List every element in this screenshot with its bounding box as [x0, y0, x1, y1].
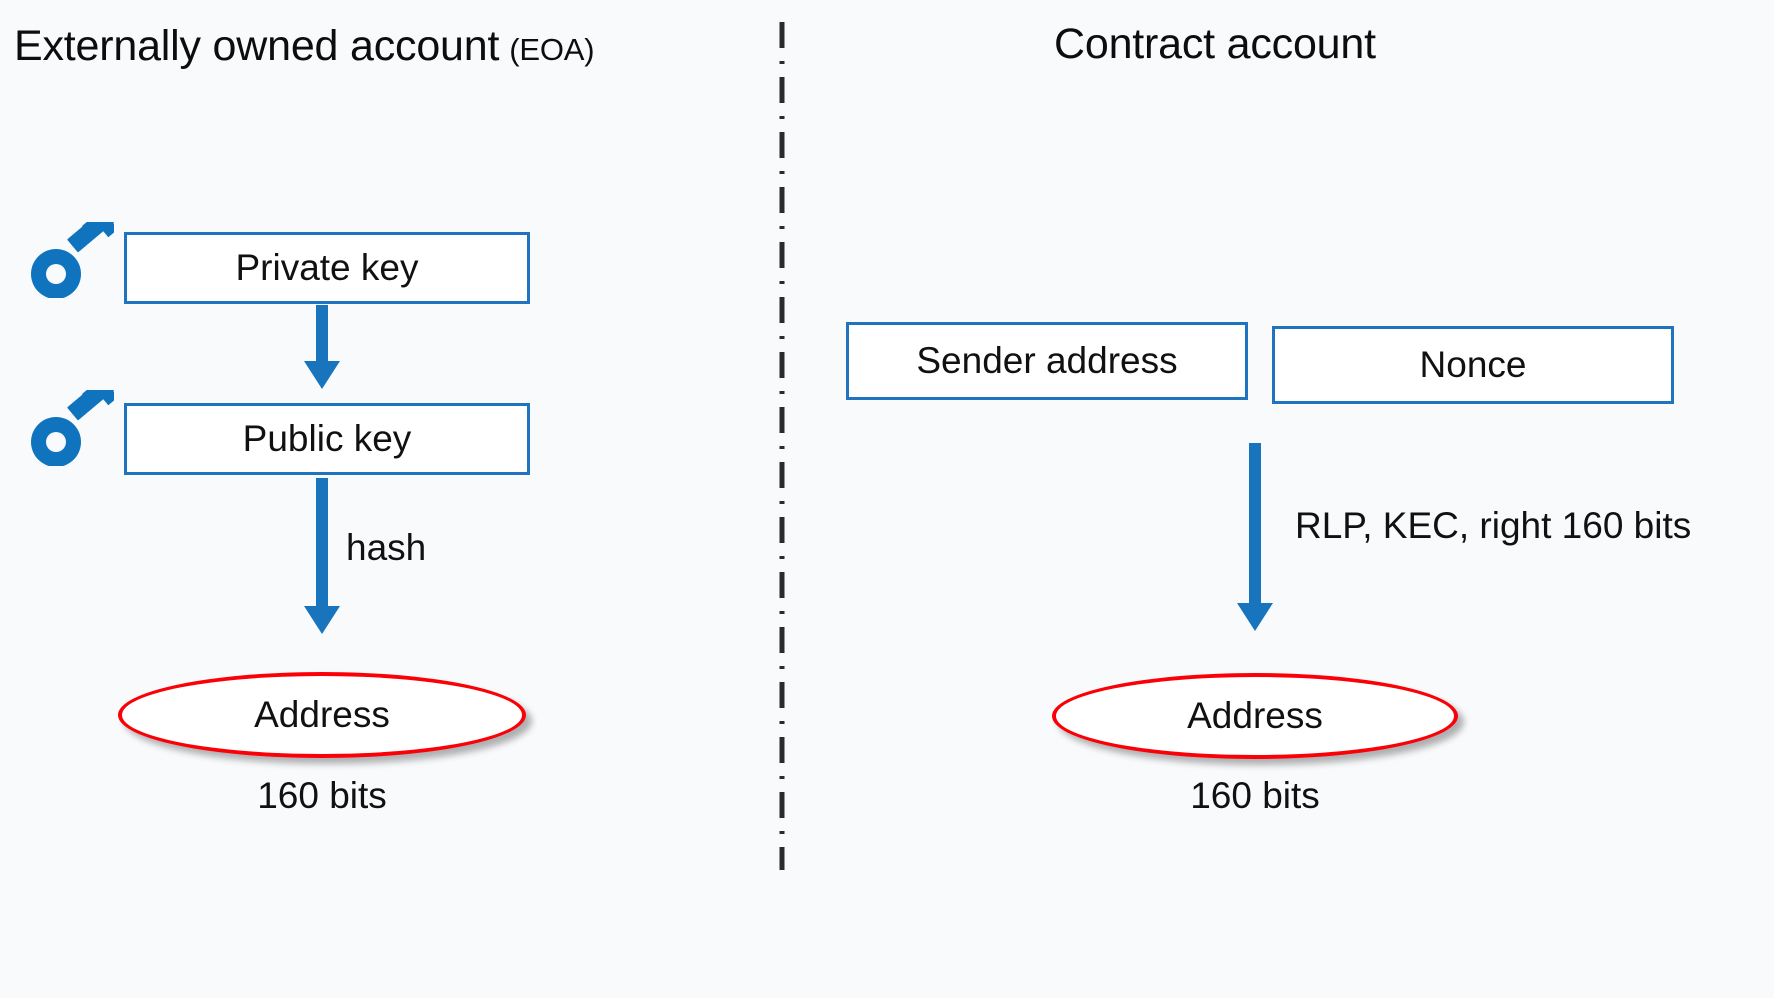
address-ellipse-eoa[interactable]: Address	[118, 672, 526, 758]
hash-label: hash	[346, 527, 427, 568]
nonce-box[interactable]: Nonce	[1272, 326, 1674, 404]
right-panel-title-main: Contract account	[1054, 20, 1376, 68]
address-ellipse-label: Address	[1187, 695, 1323, 736]
address-ellipse-label: Address	[254, 694, 390, 735]
left-panel-title-main: Externally owned account	[14, 22, 500, 70]
address-ellipse-shape	[1052, 673, 1458, 759]
left-panel-title-sub: (EOA)	[509, 32, 595, 67]
key-icon	[30, 207, 119, 303]
arrow-private-to-public-icon	[300, 305, 344, 396]
panel-divider	[776, 22, 788, 875]
left-panel-title: Externally owned account (EOA)	[14, 22, 595, 71]
public-key-box[interactable]: Public key	[124, 403, 530, 475]
rlp-kec-label: RLP, KEC, right 160 bits	[1295, 505, 1692, 546]
address-ellipse-shape	[118, 672, 526, 758]
private-key-box[interactable]: Private key	[124, 232, 530, 304]
sender-address-box[interactable]: Sender address	[846, 322, 1248, 400]
arrow-to-contract-address-icon	[1233, 443, 1277, 638]
address-bits-caption-contract: 160 bits	[1190, 775, 1320, 816]
key-icon	[30, 375, 119, 471]
address-bits-caption-eoa: 160 bits	[257, 775, 387, 816]
address-ellipse-contract[interactable]: Address	[1052, 673, 1458, 759]
arrow-public-to-address-icon	[300, 478, 344, 641]
right-panel-title: Contract account	[1054, 20, 1376, 69]
